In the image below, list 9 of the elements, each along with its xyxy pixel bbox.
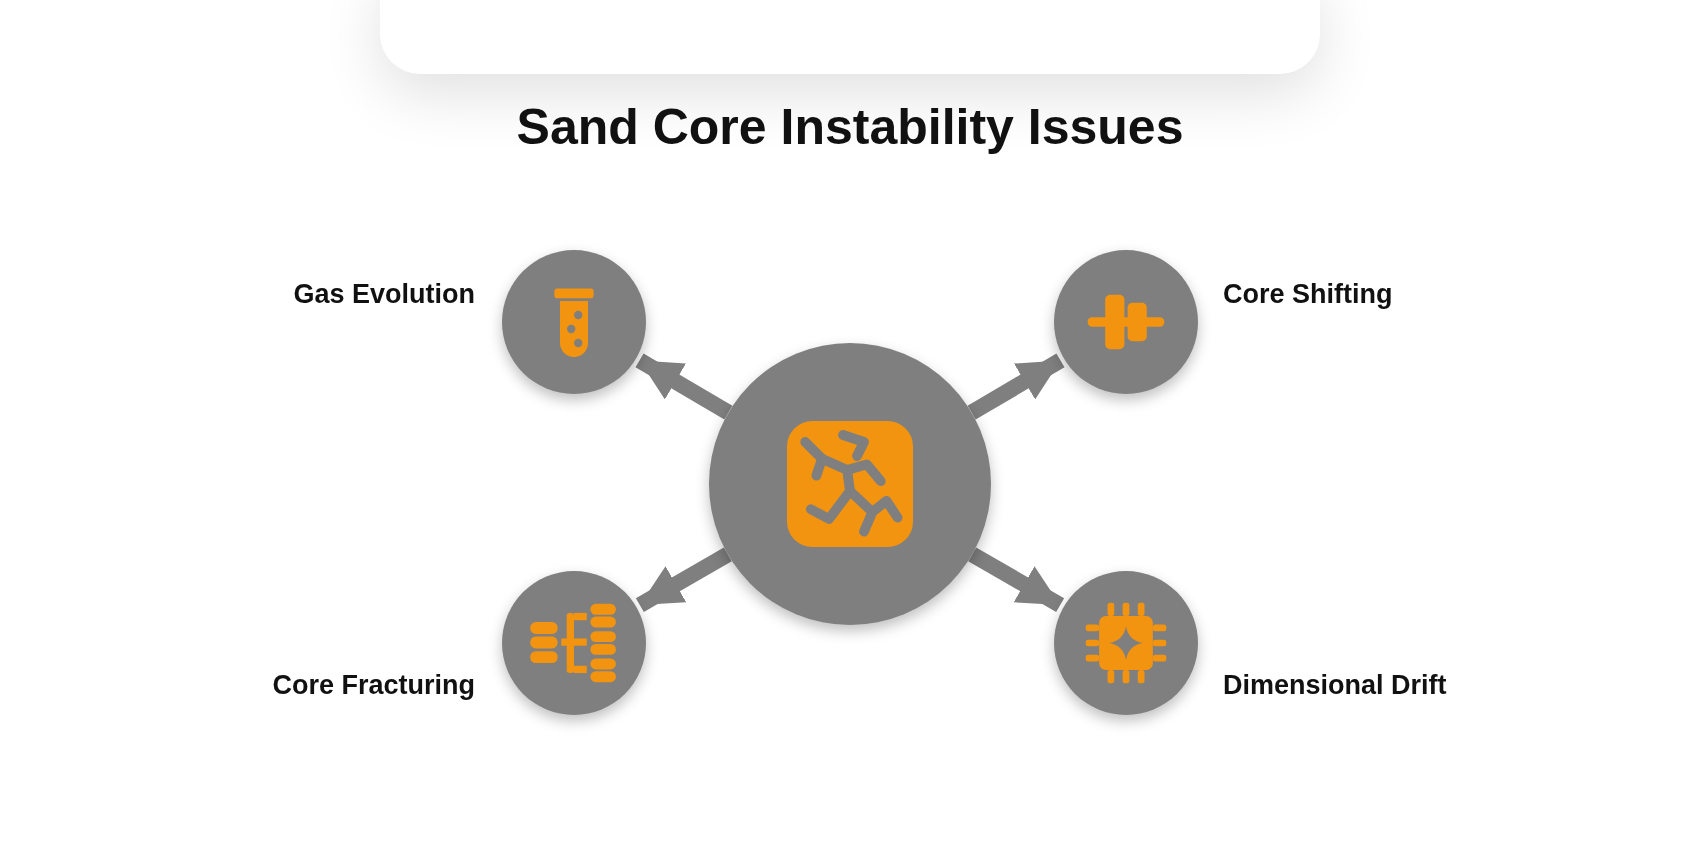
issue-label: Dimensional Drift — [1223, 669, 1447, 702]
arrow — [635, 353, 733, 420]
arrow — [968, 547, 1065, 612]
issue-label: Core Fracturing — [272, 669, 475, 702]
issue-label: Core Shifting — [1223, 278, 1393, 311]
arrow — [635, 547, 732, 612]
arrow — [967, 353, 1065, 420]
title: Sand Core Instability Issues — [516, 98, 1184, 157]
issue-label: Gas Evolution — [293, 278, 475, 311]
